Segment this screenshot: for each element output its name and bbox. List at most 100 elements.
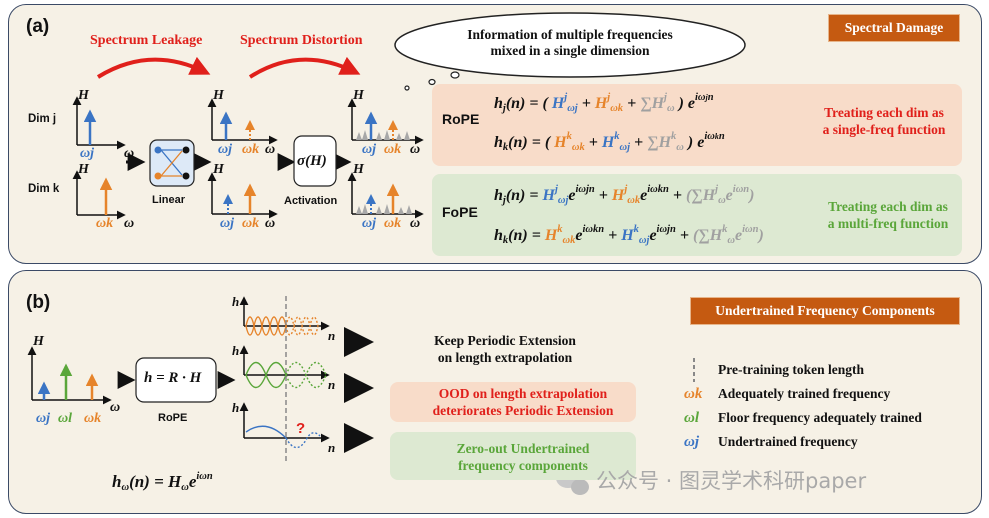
plot-after-linear-bottom — [207, 172, 278, 219]
axis-omega-label: ω — [124, 146, 135, 161]
activation-box — [293, 135, 337, 187]
omega-k-act-b: ωk — [384, 216, 402, 231]
axis-h-linear: H — [213, 88, 224, 103]
axis-omega-linear: ω — [265, 142, 276, 157]
legend-item-floor: Floor frequency adequately trained — [718, 410, 922, 425]
axis-h-wave3: h — [232, 400, 240, 415]
spectrum-leakage-title: Spectrum Leakage — [90, 33, 203, 48]
plot-after-linear-top — [207, 98, 278, 145]
rope-note-line-2: a single-freq function — [822, 122, 946, 137]
thought-line-2: mixed in a single dimension — [490, 43, 650, 58]
omega-j-act-b: ωj — [362, 216, 377, 231]
omega-j-act: ωj — [362, 142, 377, 157]
leakage-arc — [96, 56, 211, 79]
linear-box — [149, 139, 195, 187]
omega-k-act: ωk — [384, 142, 402, 157]
axis-h-spectrum: H — [33, 334, 44, 349]
rope-transform-label: RoPE — [158, 412, 188, 424]
keep-periodic-text: Keep Periodic Extension on length extrap… — [400, 332, 610, 366]
keep-line-2: on length extrapolation — [437, 350, 573, 365]
axis-h-wave1: h — [232, 294, 240, 309]
omega-j-linear: ωj — [218, 142, 233, 157]
plot-frequency-spectrum — [27, 346, 112, 405]
axis-h-wave2: h — [232, 343, 240, 358]
omega-j-label: ωj — [80, 146, 95, 161]
fope-equation-k: hk(n) = Hkωkeiωkn + Hkωjeiωjn + (∑Hkωeiω… — [494, 224, 764, 246]
fope-equation-j: hj(n) = Hjωjeiωjn + Hjωkeiωkn + (∑Hjωeiω… — [494, 184, 755, 206]
omega-j-b: ωj — [36, 411, 51, 426]
legend-symbol-wj: ωj — [684, 434, 700, 450]
spectrum-distortion-title: Spectrum Distortion — [240, 33, 363, 48]
legend-symbol-wk: ωk — [684, 386, 703, 402]
rope-equation-j: hj(n) = ( Hjωj + Hjωk + ∑Hjω ) eiωjn — [494, 92, 714, 114]
activation-label: Activation — [284, 195, 338, 207]
axis-h-act-b: H — [353, 162, 364, 177]
zero-line-1: Zero-out Undertrained — [456, 441, 590, 456]
rope-name: RoPE — [442, 111, 480, 127]
fope-note-line-2: a multi-freq function — [827, 216, 949, 231]
rope-note-line-1: Treating each dim as — [824, 105, 944, 120]
omega-l-b: ωl — [58, 411, 73, 426]
legend-item-pretrain: Pre-training token length — [718, 362, 864, 377]
plot-after-activation-top — [347, 98, 424, 145]
axis-h-label-k: H — [78, 162, 89, 177]
zero-out-box — [390, 432, 636, 480]
dim-k-label: Dim k — [28, 183, 60, 195]
spectral-damage-tag: Spectral Damage — [828, 14, 960, 42]
legend-item-adequate: Adequately trained frequency — [718, 386, 891, 401]
thought-text: Information of multiple frequencies mixe… — [440, 27, 700, 59]
fope-note-line-1: Treating each dim as — [828, 199, 948, 214]
linear-label: Linear — [152, 194, 186, 206]
axis-omega-b: ω — [110, 400, 121, 415]
h-omega-equation: hω(n) = Hωeiωn — [112, 471, 213, 493]
watermark-text: 公众号 · 图灵学术科研paper — [596, 469, 867, 493]
distortion-arc — [248, 56, 361, 79]
activation-function: σ(H) — [297, 153, 327, 169]
ood-box — [390, 382, 636, 422]
legend-item-undertrained: Undertrained frequency — [718, 434, 858, 449]
rope-equation-k: hk(n) = ( Hkωk + Hkωj + ∑Hkω ) eiωkn — [494, 131, 725, 153]
axis-n-wave3: n — [328, 440, 336, 455]
axis-omega-act: ω — [410, 142, 421, 157]
wave-plot-orange — [239, 296, 330, 336]
dim-j-label: Dim j — [28, 113, 57, 125]
fope-note: Treating each dim as a multi-freq functi… — [808, 198, 968, 232]
rope-note: Treating each dim as a single-freq funct… — [804, 104, 964, 138]
keep-line-1: Keep Periodic Extension — [434, 333, 576, 348]
ood-line-1: OOD on length extrapolation — [438, 386, 608, 401]
wave-plot-blue — [239, 402, 330, 449]
axis-omega-label-k: ω — [124, 216, 135, 231]
rope-transform-box — [135, 357, 217, 403]
panel-a-label: (a) — [26, 16, 50, 37]
wave-plot-green — [239, 345, 330, 389]
omega-k-linear: ωk — [242, 142, 260, 157]
panel-b-label: (b) — [26, 292, 51, 313]
plot-dim-k-input — [72, 170, 126, 220]
omega-k-b: ωk — [84, 411, 102, 426]
fope-name: FoPE — [442, 204, 478, 220]
axis-n-wave1: n — [328, 328, 336, 343]
zero-line-2: frequency components — [458, 458, 588, 473]
rope-transform-fn: h = R · H — [144, 370, 202, 386]
plot-after-activation-bottom — [347, 172, 424, 219]
plot-dim-j-input — [72, 96, 126, 150]
ood-text: OOD on length extrapolation deteriorates… — [412, 385, 634, 419]
axis-h-linear-b: H — [213, 162, 224, 177]
question-mark: ? — [296, 420, 306, 437]
axis-omega-act-b: ω — [410, 216, 421, 231]
axis-h-act: H — [353, 88, 364, 103]
fope-box — [432, 174, 962, 256]
ood-line-2: deteriorates Periodic Extension — [432, 403, 614, 418]
legend-symbol-wl: ωl — [684, 410, 700, 426]
axis-n-wave2: n — [328, 377, 336, 392]
thought-cloud — [394, 12, 746, 91]
undertrained-tag: Undertrained Frequency Components — [690, 297, 960, 325]
thought-line-1: Information of multiple frequencies — [467, 27, 673, 42]
zero-out-text: Zero-out Undertrained frequency componen… — [412, 440, 634, 474]
omega-k-label: ωk — [96, 216, 114, 231]
rope-box — [432, 84, 962, 166]
omega-k-linear-b: ωk — [242, 216, 260, 231]
axis-h-label: H — [78, 88, 89, 103]
axis-omega-linear-b: ω — [265, 216, 276, 231]
